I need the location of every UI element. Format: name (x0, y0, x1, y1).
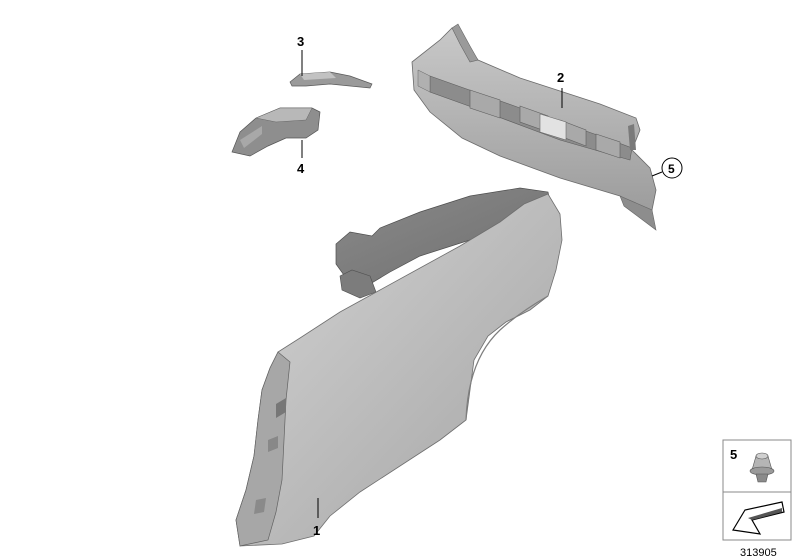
diagram-reference-number: 313905 (740, 547, 777, 559)
clip-fastener-icon (749, 452, 775, 483)
side-panel-part (235, 187, 563, 547)
upper-bracket-part (289, 71, 373, 89)
callout-5-circle (661, 157, 683, 179)
callout-2: 2 (557, 70, 564, 85)
callout-3: 3 (297, 34, 304, 49)
legend-box: 5 (722, 439, 792, 541)
callout-4: 4 (297, 161, 305, 176)
callout-1: 1 (313, 523, 320, 538)
callout-lines (301, 50, 663, 518)
callout-5: 5 (668, 162, 675, 176)
legend-label-5: 5 (730, 447, 737, 462)
orientation-arrow-icon (732, 501, 785, 535)
rear-panel-part (411, 23, 657, 231)
callout-line-5 (651, 171, 663, 177)
wheelhouse-bracket-part (231, 107, 321, 157)
